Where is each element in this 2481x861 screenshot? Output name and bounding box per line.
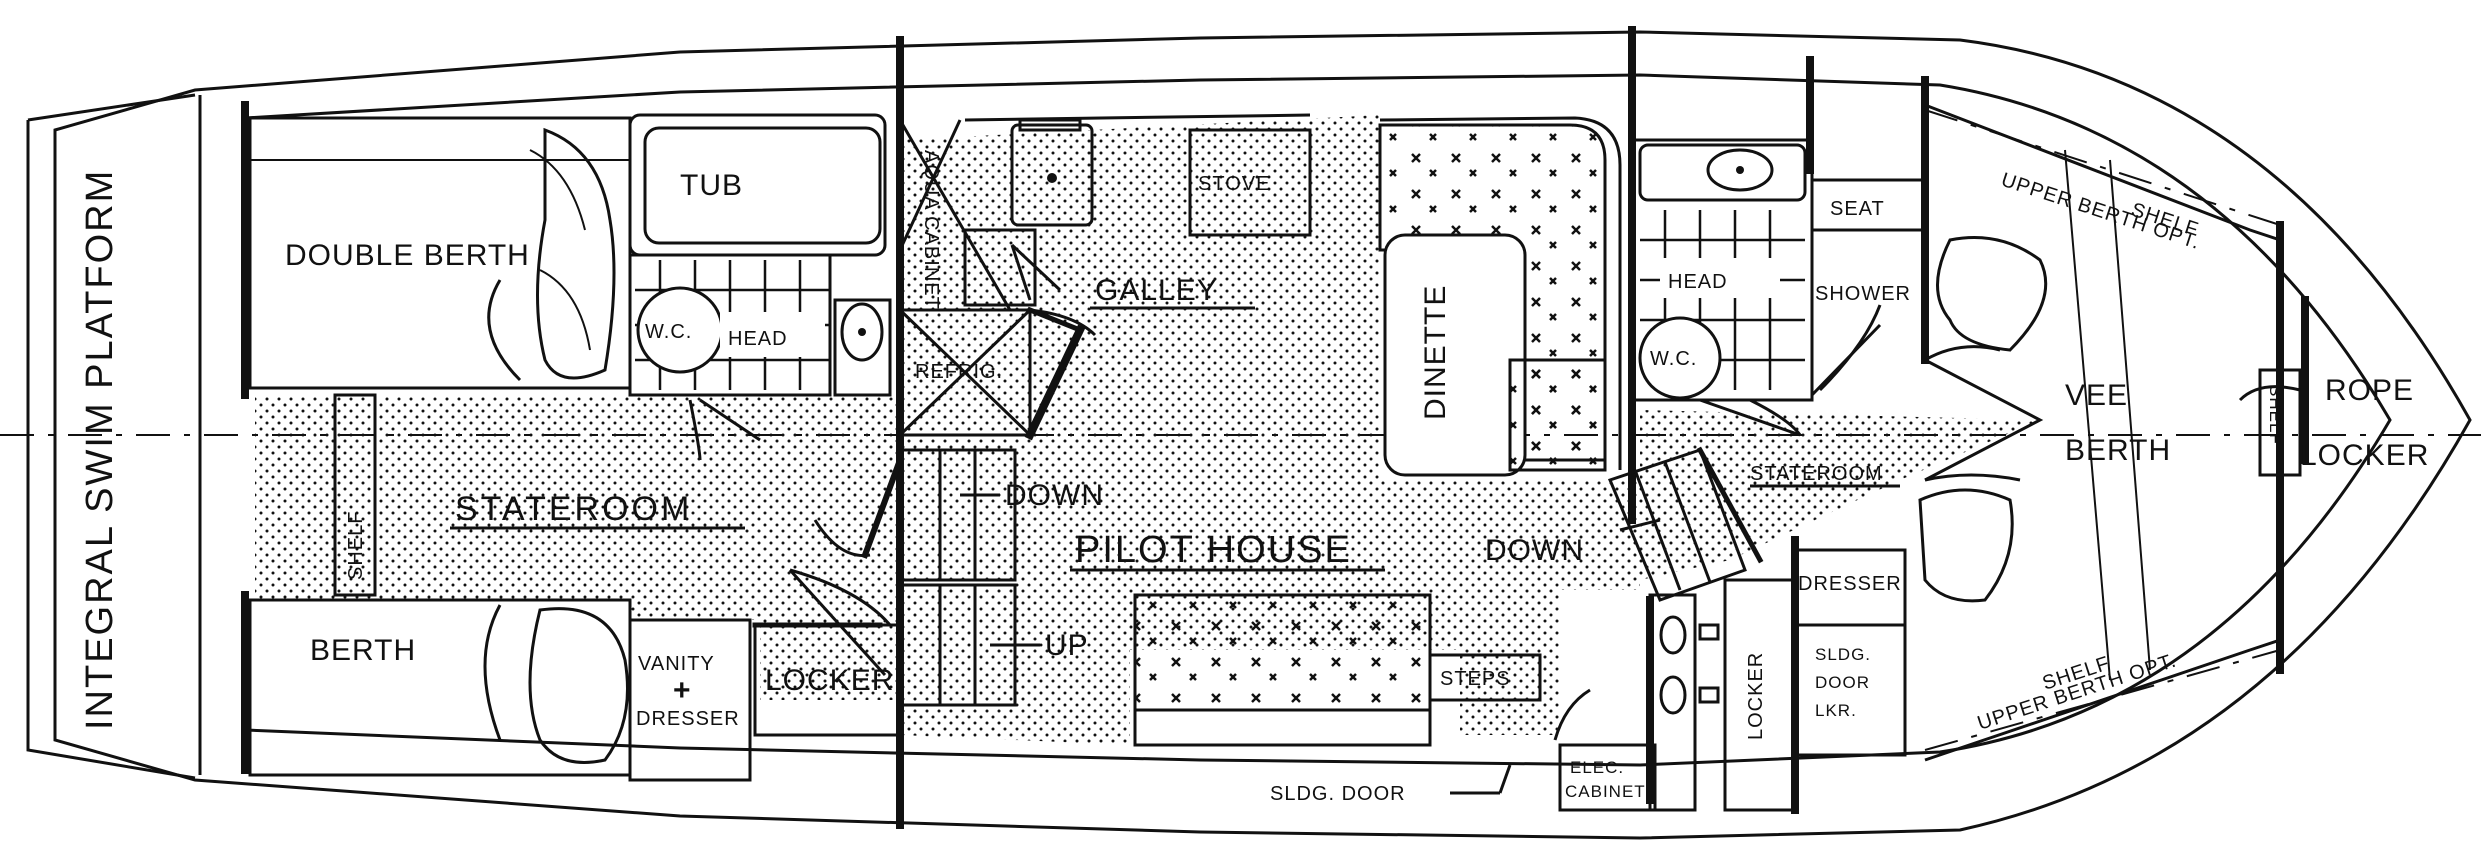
vanity-label: VANITY <box>638 653 715 675</box>
down-aft-label: DOWN <box>1005 479 1104 512</box>
pilot-house: PILOT HOUSE STEPS <box>1070 529 1542 747</box>
aqua-cabinet-label: AQUA CABINET <box>920 150 942 310</box>
sldg-locker-label-2: DOOR <box>1815 673 1870 692</box>
fwd-berth-label: BERTH <box>2065 434 2171 467</box>
galley-label: GALLEY <box>1095 274 1218 307</box>
side-locker-label: LOCKER <box>1745 652 1767 740</box>
aft-stateroom: SHELF STATEROOM <box>333 393 745 597</box>
dinette: DINETTE <box>1378 116 1622 477</box>
aft-head: W.C. HEAD <box>628 253 892 461</box>
fwd-head-label: HEAD <box>1668 271 1728 293</box>
vanity-dresser: VANITY + DRESSER LOCKER <box>628 568 902 782</box>
aft-berth: BERTH <box>248 598 632 777</box>
dinette-label: DINETTE <box>1419 285 1452 420</box>
swim-platform-label: INTEGRAL SWIM PLATFORM <box>79 169 121 730</box>
fwd-toilet-icon <box>1638 316 1722 400</box>
fwd-side-lockers: LOCKER DRESSER SLDG. DOOR LKR. <box>1648 548 1907 812</box>
pilot-house-label: PILOT HOUSE <box>1075 529 1352 571</box>
sldg-locker-label-1: SLDG. <box>1815 645 1871 664</box>
aft-dresser-label: DRESSER <box>636 708 740 730</box>
aft-head-label: HEAD <box>728 328 788 350</box>
tub: TUB <box>628 113 887 257</box>
elec-label-2: CABINET <box>1565 782 1646 801</box>
vanity-plus: + <box>673 674 692 707</box>
stove <box>1188 128 1312 237</box>
steps-label: STEPS <box>1440 668 1511 690</box>
dinette-table <box>1383 233 1527 477</box>
elec-label-1: ELEC. <box>1570 758 1624 777</box>
stairs: DOWN UP <box>813 448 1104 707</box>
fwd-dresser-label: DRESSER <box>1798 573 1902 595</box>
elec-area: ELEC. CABINET SLDG. DOOR <box>1270 688 1657 812</box>
rope-label: ROPE <box>2325 374 2414 407</box>
double-berth-label: DOUBLE BERTH <box>285 239 530 272</box>
floor-areas <box>255 115 2040 745</box>
up-label: UP <box>1045 629 1089 662</box>
fwd-steps: DOWN STATEROOM <box>1485 446 1900 602</box>
stove-label: STOVE <box>1198 173 1270 195</box>
fwd-stateroom-label: STATEROOM <box>1750 463 1883 485</box>
pilot-house-settee <box>1133 593 1432 712</box>
galley-cabinets: REFRIG. AQUA CABINET <box>898 119 1097 441</box>
down-fwd-label: DOWN <box>1485 534 1584 567</box>
aft-locker-label: LOCKER <box>765 664 894 697</box>
bow-shelf-label: SHELF <box>2266 385 2285 445</box>
rope-locker: SHELF ROPE LOCKER <box>2238 368 2429 477</box>
refrig-label: REFRIG. <box>915 361 1003 383</box>
aft-shelf-label: SHELF <box>345 511 367 580</box>
aft-wc-label: W.C. <box>645 321 692 343</box>
aft-stateroom-label: STATEROOM <box>455 490 692 528</box>
galley-sink <box>1010 123 1094 227</box>
double-berth: DOUBLE BERTH <box>248 116 632 390</box>
galley: STOVE GALLEY <box>963 113 1312 310</box>
seat-label: SEAT <box>1830 198 1885 220</box>
vee-label: VEE <box>2065 379 2128 412</box>
aft-berth-label: BERTH <box>310 634 416 667</box>
hull-outline <box>26 30 2472 840</box>
tub-label: TUB <box>680 169 743 202</box>
bow-locker-label: LOCKER <box>2300 439 2429 472</box>
fwd-head: HEAD W.C. SEAT SHOWER <box>1630 138 1927 437</box>
shower-label: SHOWER <box>1815 283 1911 305</box>
sldg-door-label: SLDG. DOOR <box>1270 783 1406 805</box>
fwd-wc-label: W.C. <box>1650 348 1697 370</box>
sldg-locker-label-3: LKR. <box>1815 701 1857 720</box>
